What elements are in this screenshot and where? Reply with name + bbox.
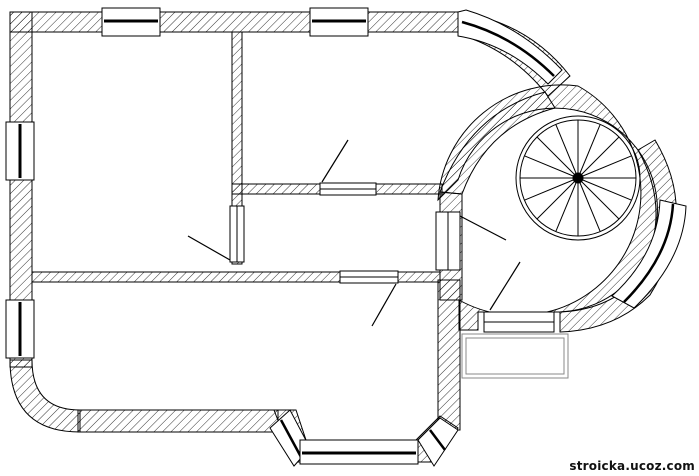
porch-inner: [465, 337, 565, 375]
door-swing-4: [459, 215, 507, 241]
stair-step: [577, 124, 601, 179]
stair-step: [577, 177, 620, 220]
outer-walls: [9, 11, 677, 463]
stair-step: [524, 155, 579, 179]
wall-bottom: [77, 409, 279, 433]
stair-outer-circle: [515, 115, 641, 241]
stair-step: [577, 177, 601, 232]
door-swing-1: [321, 139, 349, 183]
windows: [5, 7, 687, 467]
door-porch: [483, 311, 555, 333]
door-hall-left: [229, 205, 245, 263]
stair-step: [524, 177, 579, 201]
porch-outline: [461, 333, 569, 379]
stair-step: [555, 124, 579, 179]
window-top-left: [101, 7, 161, 37]
window-tower-right: [611, 199, 687, 309]
stair-step: [577, 177, 632, 201]
window-bay-right: [417, 417, 459, 467]
door-swing-3: [371, 283, 397, 327]
wall-top: [9, 11, 463, 33]
door-swings: [187, 139, 521, 327]
window-top-right-curve: [457, 9, 563, 85]
window-left-lower: [5, 299, 35, 359]
window-left-upper: [5, 121, 35, 181]
window-top-middle: [309, 7, 369, 37]
watermark-text: stroicka.ucoz.com: [569, 459, 695, 473]
door-hall-top: [319, 182, 377, 196]
wall-partition-vertical-top: [231, 31, 243, 265]
stair-step: [577, 155, 632, 179]
stair-step: [536, 136, 579, 179]
doors: [229, 182, 555, 333]
porch: [461, 333, 569, 379]
wall-partition-hall-bottom: [31, 271, 441, 283]
wall-stair-tower-outer: [439, 91, 556, 195]
spiral-staircase: [515, 115, 641, 241]
stair-step: [536, 177, 579, 220]
wall-right-lower: [437, 279, 461, 431]
stair-step: [577, 136, 620, 179]
door-swing-5: [489, 261, 521, 311]
window-bay-center: [299, 439, 419, 465]
door-stair-tower: [435, 211, 461, 271]
door-swing-2: [187, 235, 231, 261]
stair-step: [555, 177, 579, 232]
wall-bottom-left-curve: [9, 359, 81, 433]
door-hall-bottom: [339, 270, 399, 284]
stair-steps: [520, 120, 636, 236]
